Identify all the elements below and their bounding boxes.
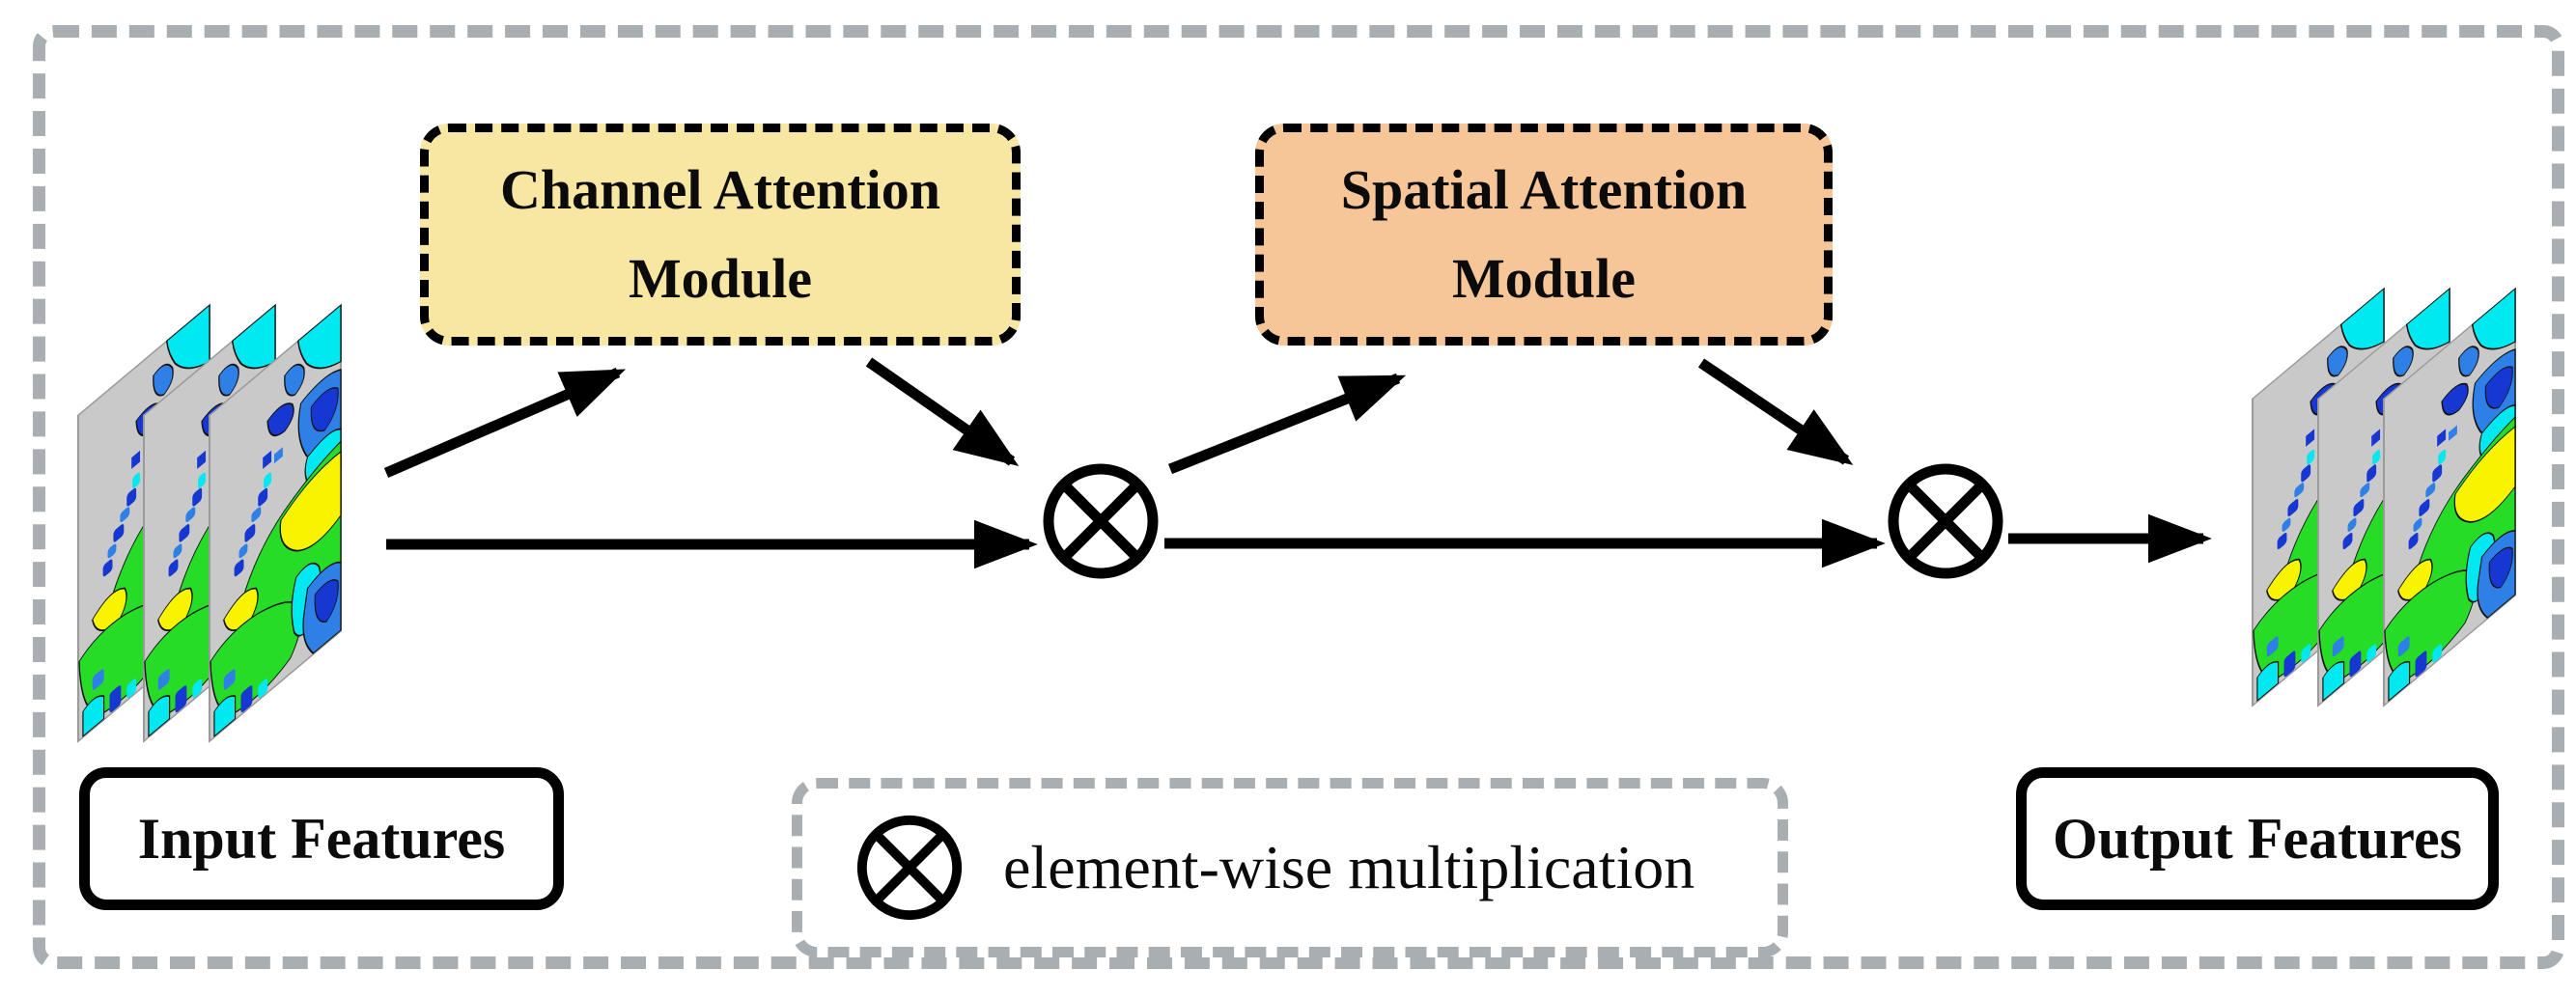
outer-dashed-frame [33,25,2564,969]
channel-module-label-line1: Channel Attention [499,158,940,221]
channel-attention-module-box: Channel Attention Module [420,124,1021,346]
spatial-module-label-line1: Spatial Attention [1340,158,1748,221]
legend-box: element-wise multiplication [792,778,1788,957]
output-features-label-box: Output Features [2016,767,2499,910]
input-features-label-box: Input Features [79,767,564,910]
channel-module-label-line2: Module [628,247,813,310]
spatial-attention-module-box: Spatial Attention Module [1255,124,1833,346]
spatial-module-label-line2: Module [1451,247,1637,310]
output-features-label: Output Features [2053,806,2462,871]
legend-text: element-wise multiplication [1003,833,1695,901]
circled-times-legend-icon [856,815,963,921]
input-features-label: Input Features [137,806,506,871]
